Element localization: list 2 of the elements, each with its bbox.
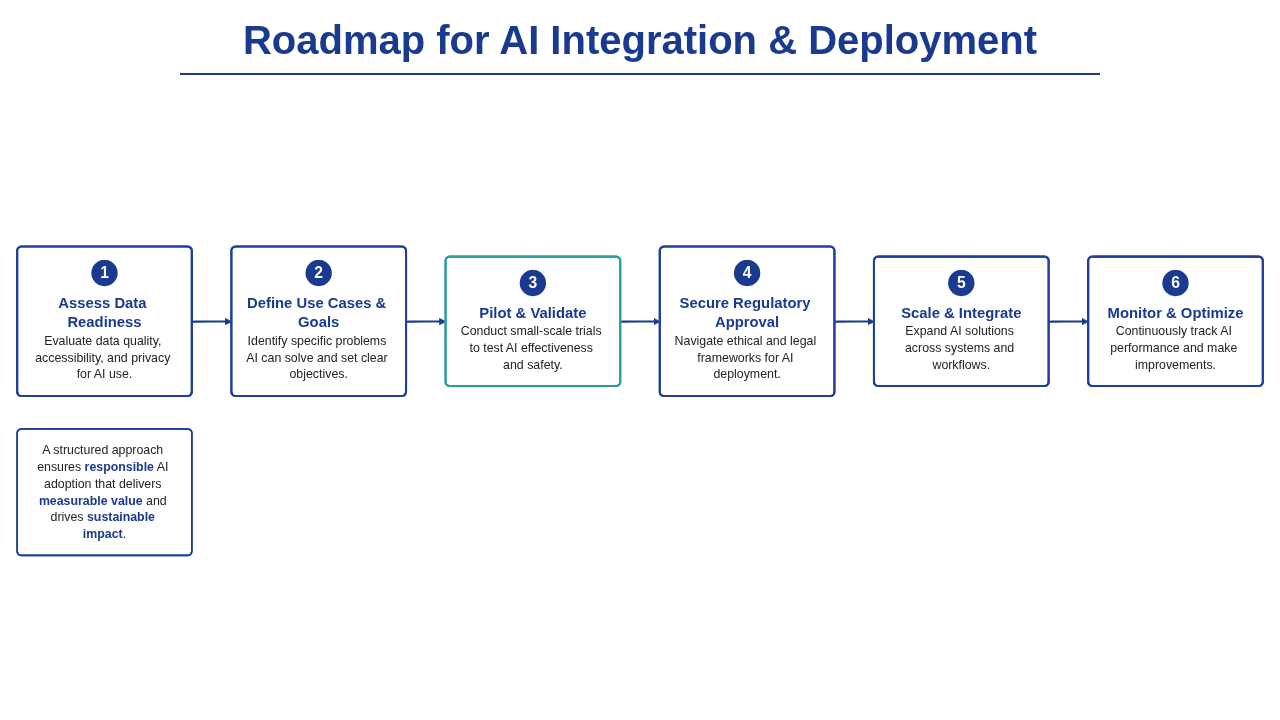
diagram-title: Roadmap for AI Integration & Deployment (242, 17, 1038, 63)
arrow (1049, 317, 1089, 326)
